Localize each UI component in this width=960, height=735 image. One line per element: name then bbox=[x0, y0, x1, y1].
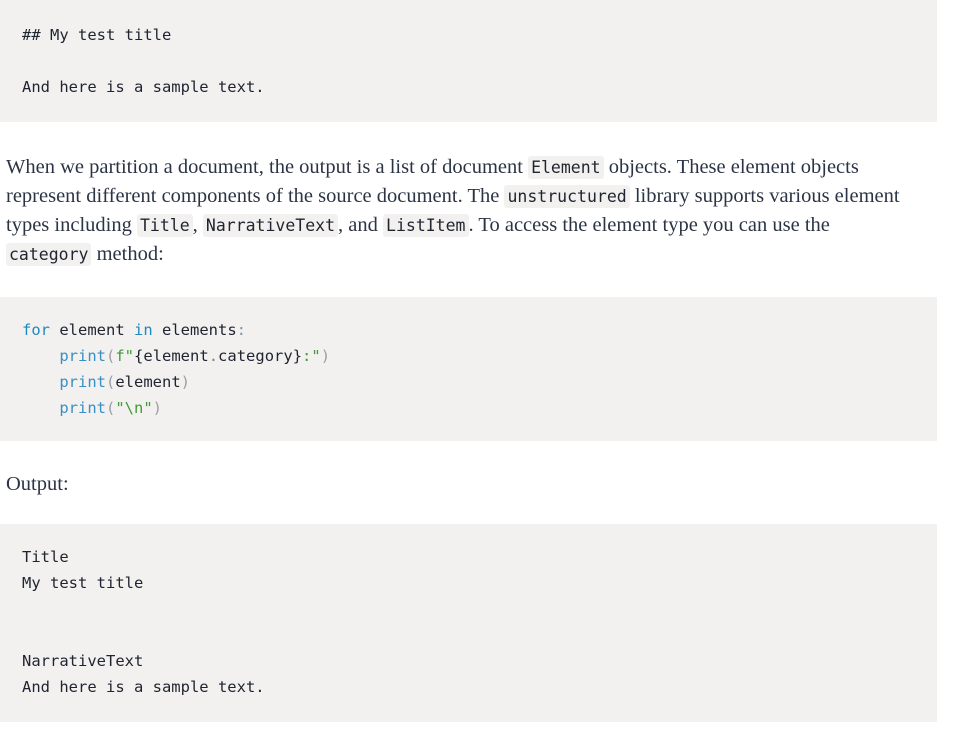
inline-code-element: Element bbox=[528, 156, 604, 179]
code-token-colon: : bbox=[236, 321, 247, 339]
paragraph-text-segment: , bbox=[192, 214, 203, 236]
markdown-sample-blank-line bbox=[22, 48, 937, 74]
code-indent bbox=[22, 399, 59, 417]
output-line-narrative-text: And here is a sample text. bbox=[22, 678, 265, 696]
code-token-paren-open: ( bbox=[106, 373, 116, 391]
inline-code-category: category bbox=[6, 243, 92, 266]
code-token-keyword-in: in bbox=[134, 321, 153, 339]
code-token-string-newline: "\n" bbox=[115, 399, 153, 417]
code-token-paren-close: ) bbox=[180, 373, 191, 391]
code-indent bbox=[22, 347, 59, 365]
python-code-block: for element in elements: print(f"{elemen… bbox=[0, 297, 937, 441]
code-token-paren-close: ) bbox=[320, 347, 331, 365]
paragraph-text-segment: . To access the element type you can use… bbox=[468, 214, 830, 236]
code-token-var-elements: elements bbox=[152, 321, 237, 339]
spacer bbox=[0, 499, 960, 524]
markdown-sample-line-2: And here is a sample text. bbox=[22, 78, 265, 96]
paragraph-text-segment: , and bbox=[338, 214, 384, 236]
paragraph-text-segment: objects. These element objects represent… bbox=[6, 156, 859, 207]
inline-code-title: Title bbox=[136, 214, 193, 237]
spacer bbox=[0, 269, 960, 297]
code-token-obj-element: element bbox=[143, 347, 209, 365]
paragraph-text-segment: library supports various element types i… bbox=[6, 185, 900, 236]
spacer bbox=[0, 441, 960, 470]
code-token-arg-element: element bbox=[115, 373, 181, 391]
inline-code-unstructured: unstructured bbox=[504, 185, 630, 208]
paragraph-wrapper: When we partition a document, the output… bbox=[0, 122, 960, 269]
paragraph-text-segment: When we partition a document, the output… bbox=[6, 156, 529, 178]
code-indent bbox=[22, 373, 59, 391]
paragraph-text-segment: method: bbox=[91, 243, 164, 265]
output-label: Output: bbox=[6, 473, 69, 495]
code-token-fn-print: print bbox=[59, 399, 106, 417]
code-token-brace-open: { bbox=[134, 347, 144, 365]
inline-code-listitem: ListItem bbox=[383, 214, 469, 237]
code-token-dot: . bbox=[208, 347, 219, 365]
output-line-title-type: Title bbox=[22, 548, 69, 566]
code-token-keyword-for: for bbox=[22, 321, 50, 339]
code-token-paren-open: ( bbox=[106, 347, 116, 365]
code-token-paren-close: ) bbox=[152, 399, 163, 417]
markdown-sample-line-1: ## My test title bbox=[22, 26, 172, 44]
code-token-paren-open: ( bbox=[106, 399, 116, 417]
intro-paragraph: When we partition a document, the output… bbox=[0, 153, 936, 269]
code-token-var-element: element bbox=[50, 321, 134, 339]
output-blank-line bbox=[22, 622, 937, 648]
code-token-fstring-close: :" bbox=[302, 347, 321, 365]
code-token-attr-category: category bbox=[218, 347, 293, 365]
output-line-narrative-type: NarrativeText bbox=[22, 652, 144, 670]
code-token-fn-print: print bbox=[59, 373, 106, 391]
code-token-fn-print: print bbox=[59, 347, 106, 365]
code-token-fstring-open: f" bbox=[115, 347, 135, 365]
output-blank-line bbox=[22, 596, 937, 622]
output-line-title-text: My test title bbox=[22, 574, 144, 592]
inline-code-narrativetext: NarrativeText bbox=[202, 214, 339, 237]
code-token-brace-close: } bbox=[292, 347, 303, 365]
